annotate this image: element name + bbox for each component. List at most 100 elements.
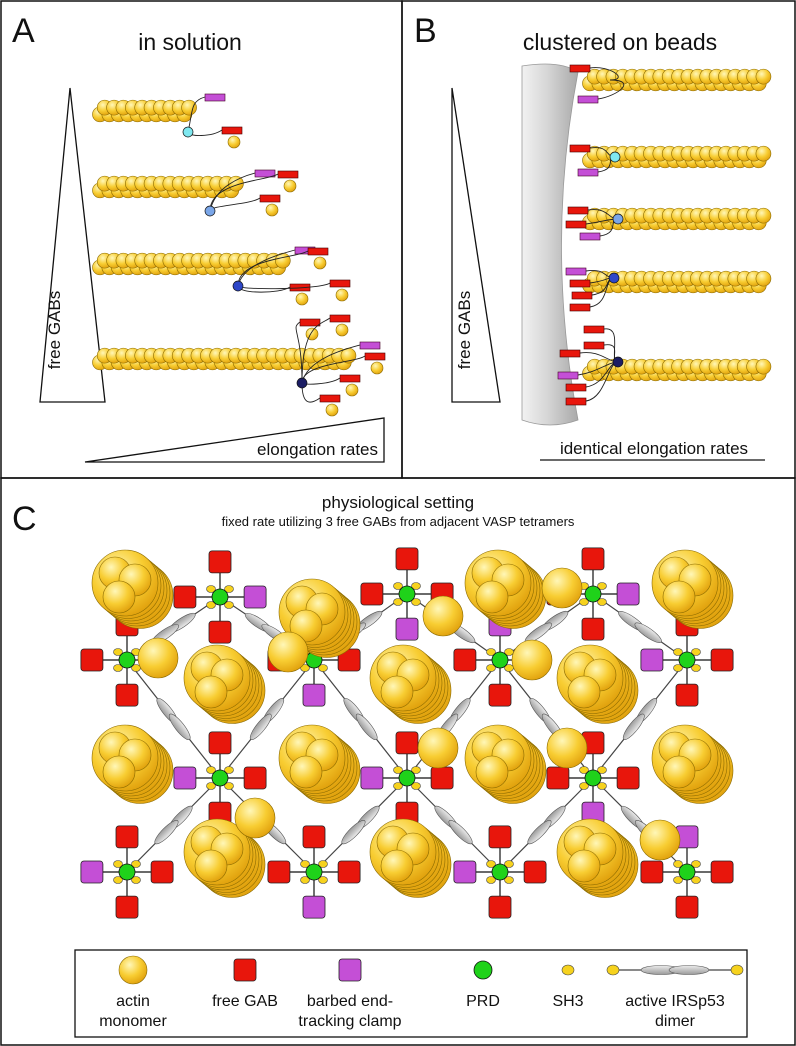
actin-monomer [662,580,696,614]
sh3-domain [486,860,496,868]
irsp53-rod [154,820,179,845]
free-gab [675,683,699,707]
actin-monomer [475,755,509,789]
barbed-end-tracking-clamp [577,168,599,177]
actin-monomer [755,68,772,85]
actin-monomer [567,675,601,709]
linker [237,249,296,287]
legend-box [74,949,748,1038]
panel-b-filament-row [565,206,772,241]
actin-filament [92,99,197,123]
irsp53-dimer [406,777,501,873]
actin-monomer [102,755,136,789]
panel-c-actin [91,549,734,898]
legend-label-prd: PRD [466,993,500,1010]
actin-filament-end-on [278,724,361,804]
panel-c-letter: C [12,500,37,538]
vasp-tetramer [173,731,267,825]
sh3-domain [224,782,234,790]
free-gab [267,860,291,884]
free-gab [569,144,591,153]
legend-item-prd: PRD [466,960,500,1010]
linker [209,173,279,212]
free-gab [430,766,454,790]
free-gab [559,349,581,358]
panel-a-letter: A [12,12,35,50]
vasp-tetramer [453,825,547,919]
clamp-swatch [338,958,362,982]
actin-filament [92,347,357,371]
sh3-domain [206,601,216,609]
free-gab [567,206,589,215]
sh3-domain [318,876,328,884]
free-gab [319,394,341,403]
actin-filament-end-on [651,724,734,804]
vasp-tetramer [173,550,267,644]
actin-filament-end-on [369,818,452,898]
free-gab [583,325,605,334]
prd-domain [491,651,509,669]
linker [237,282,331,290]
free-gab [364,352,386,361]
linker [301,317,331,384]
free-gab [395,547,419,571]
sh3-domain [131,860,141,868]
actin-filament-end-on [556,818,639,898]
sh3-domain [224,766,234,774]
free-gab [675,895,699,919]
sh3-domain [673,664,683,672]
actin-monomer [305,327,319,341]
sh3-domain [579,766,589,774]
irsp53-dimer [313,659,408,779]
free-gab [208,550,232,574]
sh3-domain [393,598,403,606]
legend-label-gab: free GAB [212,993,278,1010]
vasp-tetramer [80,825,174,919]
actin-monomer [194,849,228,883]
panel-b-letter: B [414,12,437,50]
tetramer-core [609,151,621,163]
legend-item-gab: free GAB [212,958,278,1010]
prd-domain [491,863,509,881]
free-gab [299,318,321,327]
legend-item-sh3: SH3 [552,964,584,1010]
free-gab [395,731,419,755]
linker [209,197,261,212]
actin-monomer [755,358,772,375]
free-gab [360,582,384,606]
sh3-domain [131,876,141,884]
sh3-swatch [561,964,575,976]
sh3-domain [113,860,123,868]
panel-a-elongation-label: elongation rates [257,440,378,459]
panel-b-filament-row [569,64,772,104]
linker [209,172,256,212]
free-gab [583,341,605,350]
sh3-domain [597,598,607,606]
actin-filament [92,175,244,199]
barbed-end-tracking-clamp [204,93,226,102]
free-gab [565,397,587,406]
sh3-domain [206,585,216,593]
free-gab [337,860,361,884]
barbed-end-tracking-clamp [616,582,640,606]
sh3-domain [597,782,607,790]
sh3-domain [206,782,216,790]
actin-monomer [345,383,359,397]
sh3-domain [411,598,421,606]
actin-filament-end-on [556,644,639,724]
linker [237,250,309,287]
legend-label-actin: actin [116,993,150,1010]
sh3-domain [318,664,328,672]
prd-domain [305,863,323,881]
prd-domain [398,769,416,787]
actin-filament [582,270,772,294]
tetramer-core [232,280,244,292]
actin-filament-end-on [183,818,266,898]
irsp53-dimer [499,777,594,873]
actin-monomer [755,270,772,287]
actin-monomer [335,323,349,337]
sh3-swatch [730,964,744,976]
vasp-tetramer [640,825,734,919]
